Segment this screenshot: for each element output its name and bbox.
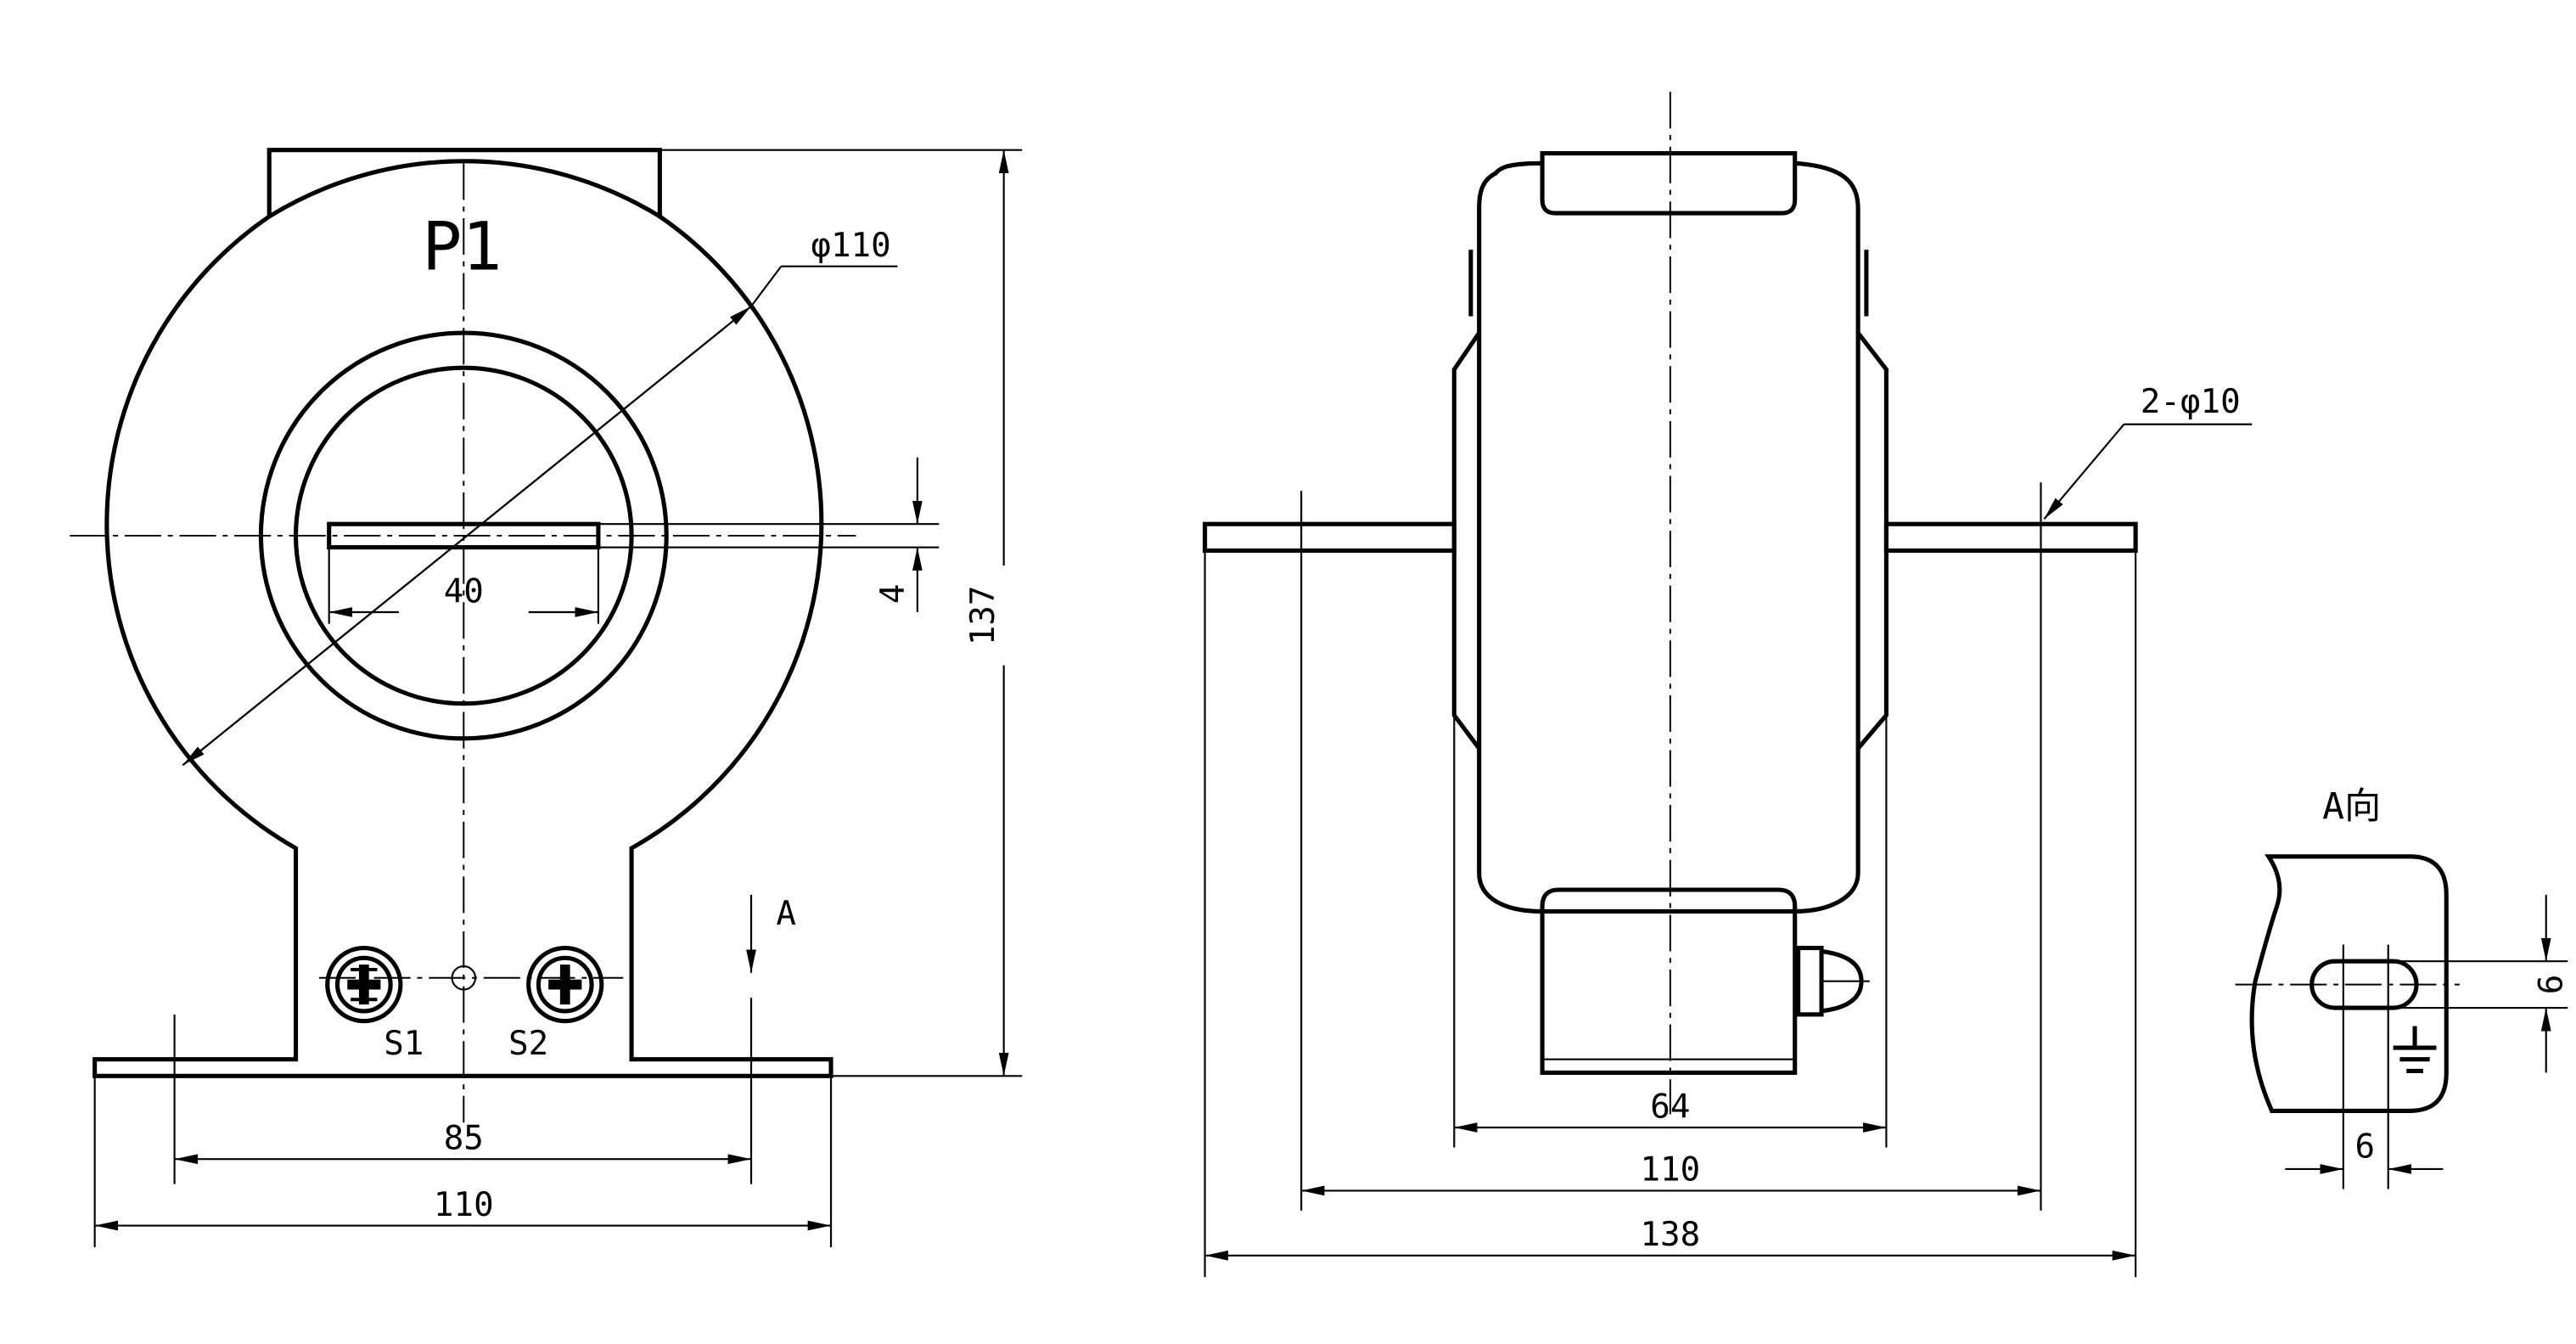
detail-title: A向 — [2322, 785, 2381, 828]
dim-base-length: 138 — [1640, 1216, 1700, 1254]
label-s1: S1 — [384, 1025, 424, 1063]
bottom-tab — [1540, 887, 1798, 1075]
view-arrow-a: A — [776, 895, 796, 933]
dim-slot-height: 4 — [874, 584, 912, 605]
body — [1477, 160, 1860, 914]
dim-diameter: φ110 — [811, 227, 890, 265]
dim-slot-width-detail: 6 — [2355, 1127, 2376, 1166]
base-plate — [1203, 521, 1456, 554]
dim-base-width: 110 — [434, 1186, 494, 1224]
detail-outline — [2249, 854, 2449, 1113]
top-tab — [1540, 151, 1798, 216]
right-flange — [1856, 331, 1889, 751]
dim-mount-spacing: 85 — [444, 1119, 484, 1157]
terminal-s2-icon — [526, 945, 604, 1024]
dim-slot-height-detail: 9 — [2529, 975, 2568, 995]
dim-window-width: 40 — [444, 572, 484, 610]
dim-mount-spacing-side: 110 — [1640, 1151, 1700, 1189]
detail-view-a: A向 9 6 — [2235, 785, 2568, 1189]
label-p1: P1 — [422, 209, 502, 286]
side-view: 64 110 138 2-φ10 — [1203, 92, 2253, 1278]
body-outline — [93, 148, 833, 1078]
dim-overall-height: 137 — [964, 586, 1002, 646]
label-s2: S2 — [508, 1025, 548, 1063]
terminal-s1-icon — [325, 945, 403, 1024]
terminal-screw-icon — [1796, 945, 1870, 1017]
dim-body-width: 64 — [1650, 1088, 1690, 1126]
ground-symbol-icon — [2393, 1026, 2437, 1073]
front-view: P1 S1 S2 φ110 40 4 137 A 85 110 — [70, 148, 1023, 1247]
left-flange — [1451, 331, 1481, 751]
dim-hole-label: 2-φ10 — [2141, 383, 2241, 421]
